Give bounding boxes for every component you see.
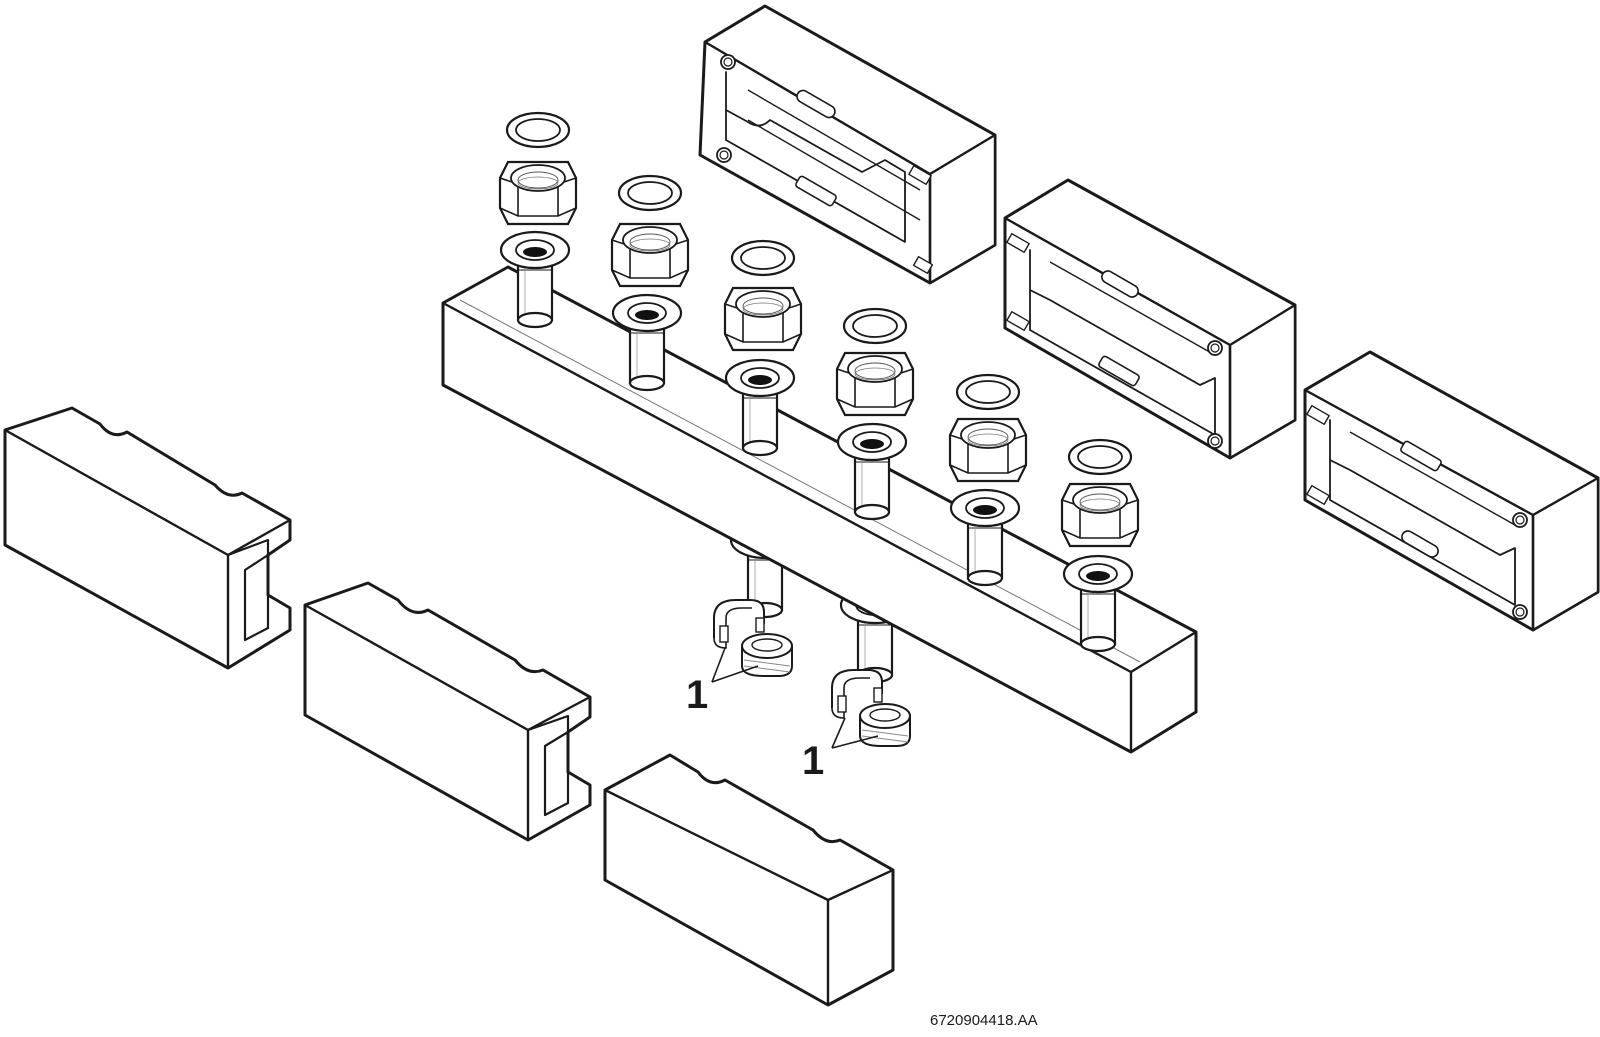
insulation-block-front (603, 753, 895, 1007)
insulation-shell-middle (1003, 178, 1297, 460)
insulation-shell-top (698, 4, 997, 285)
insulation-block-middle (303, 581, 592, 842)
callout-label: 1 (802, 739, 824, 783)
insulation-shell-right (1303, 350, 1600, 632)
callout-leaders (711, 647, 879, 749)
figure-id: 6720904418.AA (930, 1012, 1038, 1029)
manifold-bar (441, 265, 1198, 754)
callout-label: 1 (686, 673, 708, 717)
insulation-block-left (3, 406, 292, 670)
